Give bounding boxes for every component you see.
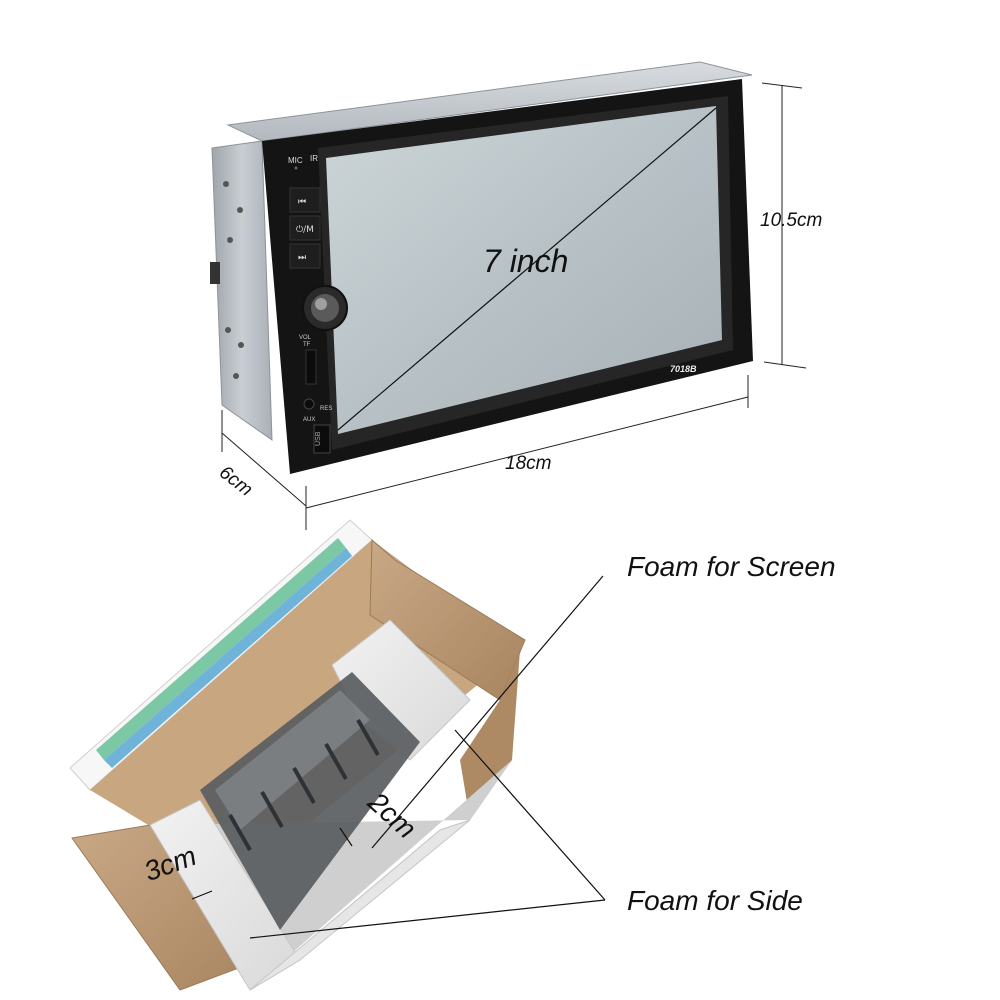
screen-size-label: 7 inch [483, 243, 569, 279]
stereo-wrap-ribs [228, 719, 380, 851]
aux-label: AUX [303, 417, 315, 423]
screen-diagonal-line [337, 107, 717, 431]
wrapped-stereo [200, 672, 420, 930]
foam-side-2 [249, 819, 471, 991]
next-track-icon: ⏭ [298, 253, 306, 263]
mic-label: MIC [288, 156, 303, 165]
package-box [69, 519, 526, 991]
chassis-top [226, 61, 753, 142]
dimension-lines [221, 82, 807, 530]
usb-port[interactable] [313, 424, 331, 454]
ir-label: IR [310, 154, 318, 163]
tf-label: TF [303, 342, 311, 348]
model-label: 7018B [670, 364, 697, 374]
aux-port[interactable] [303, 398, 315, 410]
next-track-button[interactable]: ⏭ [289, 243, 321, 269]
mic-hole [294, 166, 298, 170]
box-lid-stripe-2 [104, 548, 352, 768]
usb-label: USB [315, 431, 322, 446]
stereo-wrap-sheen [215, 690, 370, 830]
power-mode-icon: ⏻/M [296, 224, 314, 235]
previous-track-icon: ⏮ [298, 197, 306, 207]
width-dimension-label: 18cm [505, 453, 552, 474]
volume-knob[interactable] [302, 285, 348, 331]
car-stereo: MIC IR ⏮ ⏻/M ⏭ VOL TF [210, 61, 753, 474]
mounting-holes [223, 181, 244, 379]
foam-screen-label: Foam for Screen [627, 551, 836, 582]
side-connector [210, 262, 220, 284]
callout-lines [191, 575, 606, 939]
vol-label: VOL [299, 335, 312, 341]
height-dimension-label: 10.5cm [760, 210, 823, 231]
power-mode-button[interactable]: ⏻/M [289, 215, 321, 241]
res-label: RES [320, 406, 332, 412]
chassis-side [211, 140, 273, 441]
tf-card-slot[interactable] [305, 349, 317, 385]
box-right-wall [460, 640, 525, 820]
foam-side-label: Foam for Side [627, 885, 803, 916]
previous-track-button[interactable]: ⏮ [289, 187, 321, 213]
control-panel: MIC IR ⏮ ⏻/M ⏭ VOL TF [288, 154, 348, 454]
box-lid-stripe [96, 538, 346, 760]
